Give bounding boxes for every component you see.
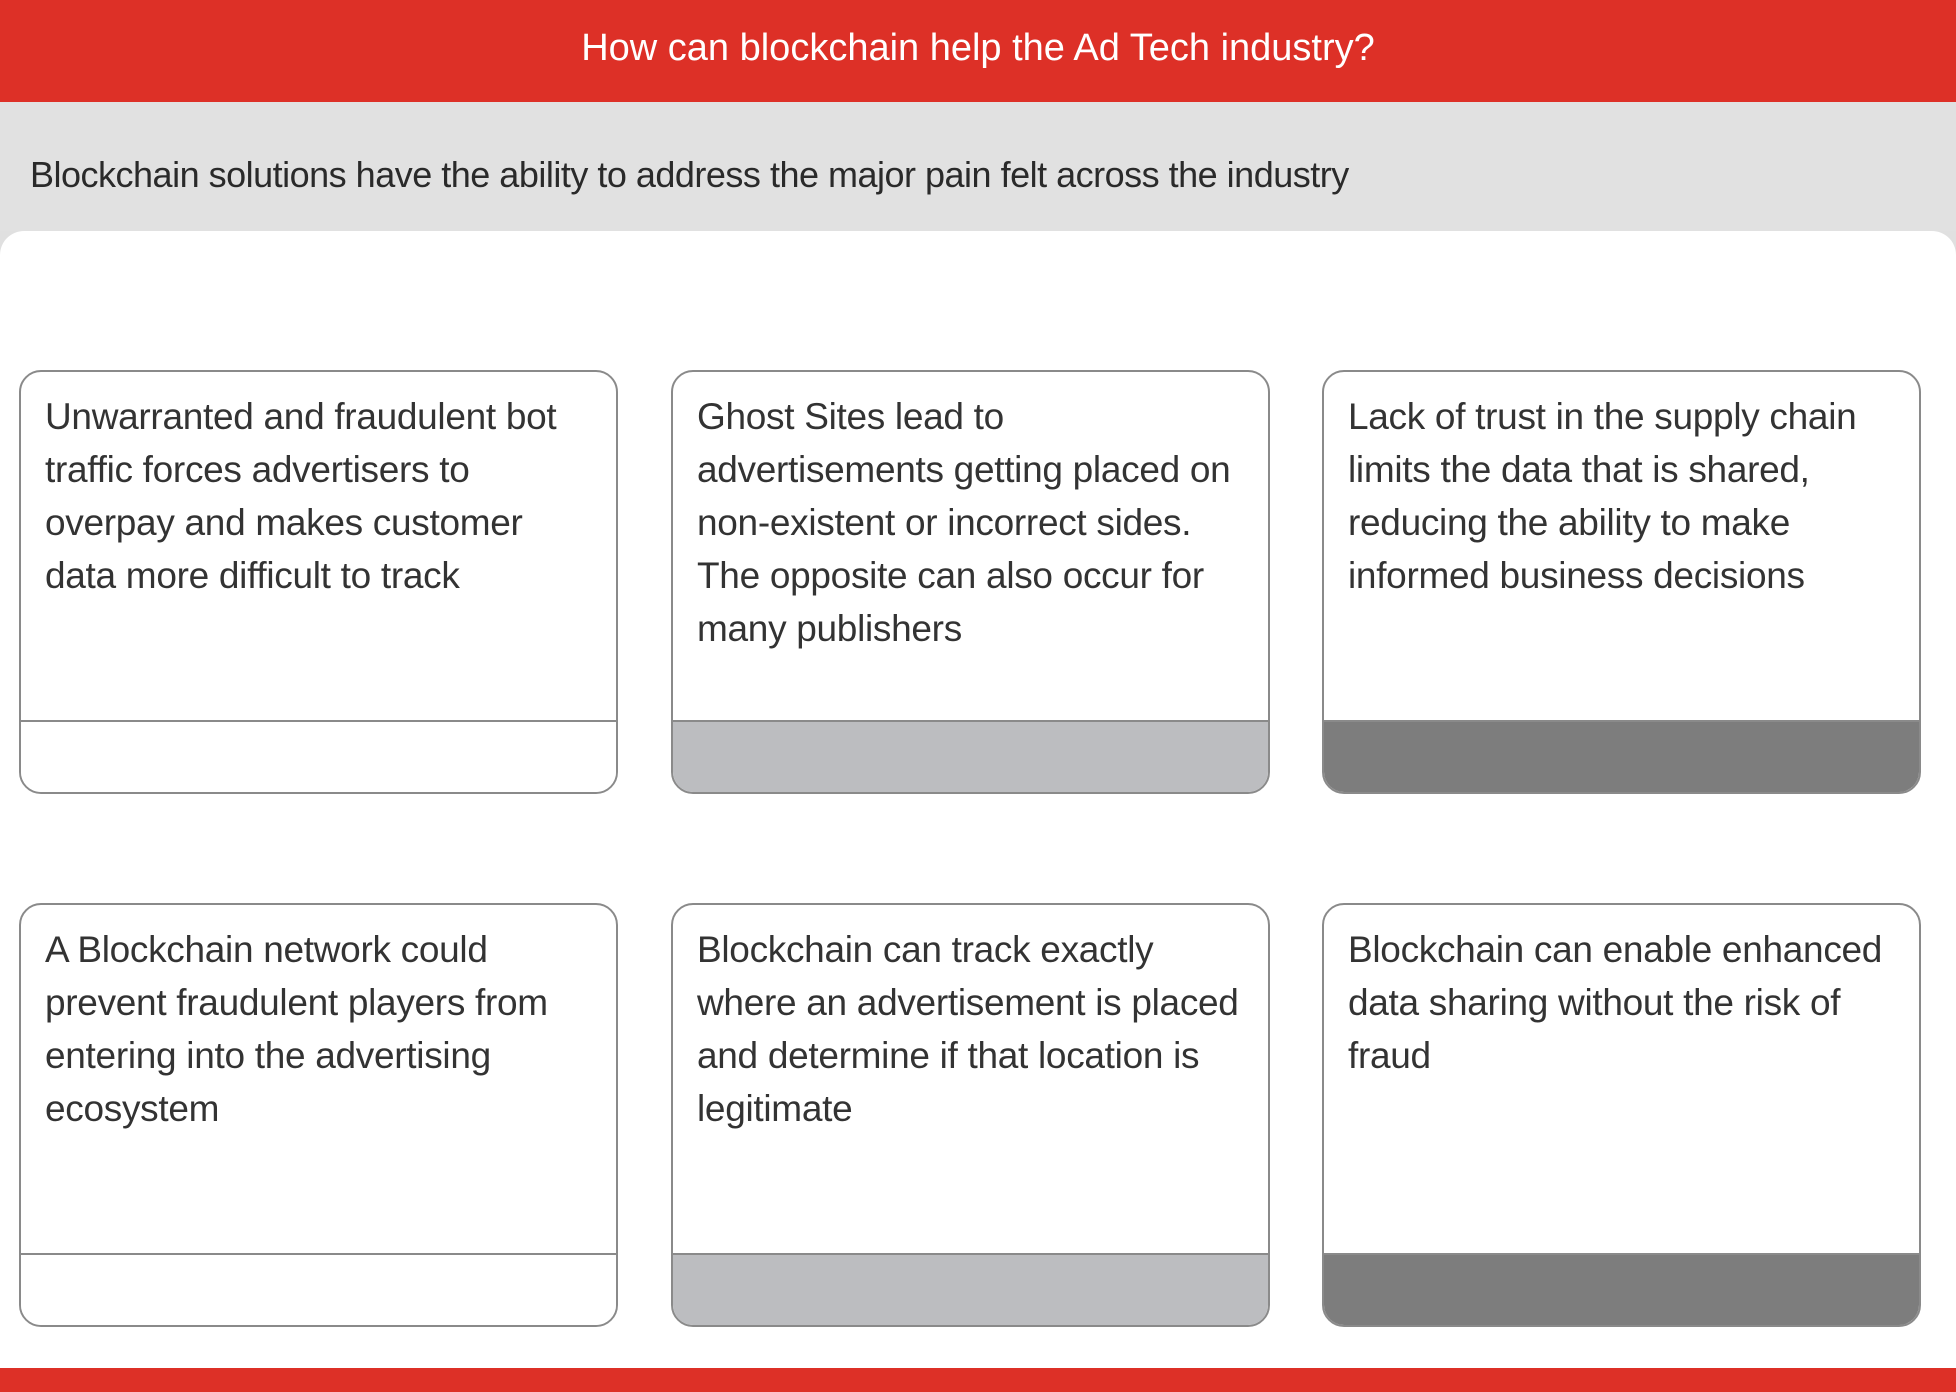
card-text: Lack of trust in the supply chain limits… [1348, 396, 1857, 596]
subtitle-band [0, 102, 1956, 231]
card-footer [21, 1253, 616, 1325]
subtitle: Blockchain solutions have the ability to… [30, 154, 1349, 195]
card-footer [21, 720, 616, 792]
card-text: Ghost Sites lead to advertisements getti… [697, 396, 1231, 649]
card-footer [1324, 720, 1919, 792]
card-footer [673, 1253, 1268, 1325]
page-title: How can blockchain help the Ad Tech indu… [581, 27, 1375, 69]
card-text: A Blockchain network could prevent fraud… [45, 929, 548, 1129]
solution-card-tracking: Blockchain can track exactly where an ad… [671, 903, 1270, 1327]
card-text: Blockchain can track exactly where an ad… [697, 929, 1239, 1129]
solution-card-data-sharing: Blockchain can enable enhanced data shar… [1322, 903, 1921, 1327]
solution-card-network: A Blockchain network could prevent fraud… [19, 903, 618, 1327]
header-banner: How can blockchain help the Ad Tech indu… [0, 0, 1956, 102]
problem-card-ghost-sites: Ghost Sites lead to advertisements getti… [671, 370, 1270, 794]
card-footer [673, 720, 1268, 792]
card-footer [1324, 1253, 1919, 1325]
bottom-bar [0, 1368, 1956, 1392]
problem-card-bot-traffic: Unwarranted and fraudulent bot traffic f… [19, 370, 618, 794]
problem-card-trust: Lack of trust in the supply chain limits… [1322, 370, 1921, 794]
card-text: Unwarranted and fraudulent bot traffic f… [45, 396, 557, 596]
card-text: Blockchain can enable enhanced data shar… [1348, 929, 1883, 1076]
